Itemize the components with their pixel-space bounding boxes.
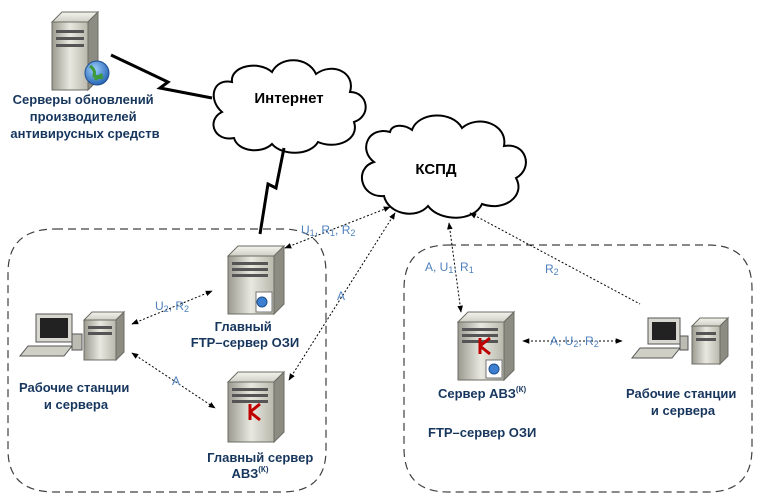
edge-label-kspd-avzserver: A, U1, R1 [425,260,474,275]
kspd-cloud [361,114,527,219]
update-servers-internet-link [110,53,213,100]
edge-label-ws-ftp: U2, R2 [155,299,189,314]
main-ftp-label: Главный FTP–сервер ОЗИ [191,319,299,350]
avz-server-label: Сервер АВЗ(К) [438,385,526,401]
internet-ftp-link [258,147,286,235]
server-left-icon [82,310,126,362]
internet-cloud [212,59,367,154]
edge-label-ws-avz: A [172,374,180,388]
avz-server-icon [456,310,516,382]
edge-label-ftp-kspd: U1, R1, R2 [301,223,355,238]
edge-label-avzserver-wsright: A, U2, R2 [550,334,599,349]
server-right-icon [690,316,730,366]
arrow-ws-avz [131,352,216,409]
internet-label: Интернет [254,90,323,107]
update-server-icon [50,10,110,92]
arrow-kspd-avzserver [447,222,463,313]
arrow-ws-ftp [131,290,213,325]
edge-label-kspd-wsright: R2 [545,262,559,277]
main-avz-label: Главный сервер АВЗ(К) [207,450,317,481]
arrow-avz-kspd [288,212,396,381]
kaspersky-icon [478,336,491,356]
update-servers-label: Серверы обновлений производителей антиви… [10,92,159,141]
ftp-server-label: FTP–сервер ОЗИ [428,425,536,440]
kaspersky-icon [248,402,261,422]
workstations-right-label: Рабочие станции и сервера [626,386,740,418]
kspd-label: КСПД [415,161,457,178]
workstations-left-label: Рабочие станции и сервера [19,380,133,412]
workstation-left-icon [18,313,83,357]
arrow-kspd-wsright [469,212,641,305]
right-group-boundary [403,244,753,493]
workstation-right-icon [630,317,689,359]
main-ftp-server-icon [226,244,286,316]
edge-label-avz-kspd: A [337,289,345,303]
main-avz-server-icon [226,370,286,444]
